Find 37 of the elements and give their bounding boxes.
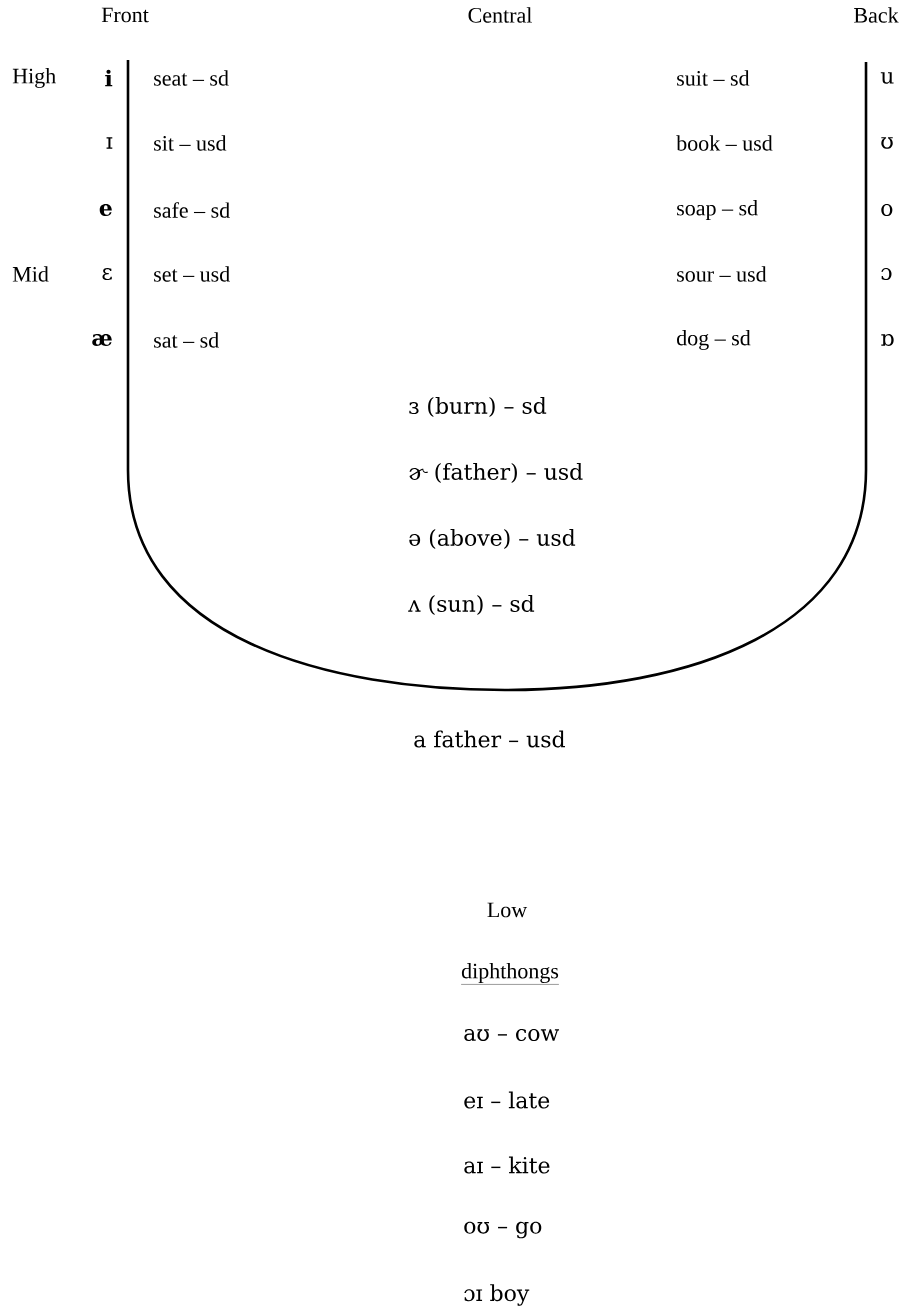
vowel-symbol: e <box>99 204 112 216</box>
example-word: safe – sd <box>154 202 230 218</box>
vowel-symbol: u <box>880 72 894 84</box>
vowel-symbol: ʊ <box>881 137 893 149</box>
central-vowel-example: ɜ (burn) – sd <box>409 396 547 418</box>
diphthong-example: ɔɪ boy <box>464 1284 530 1306</box>
vowel-symbol: ɔ <box>881 268 892 281</box>
column-heading: Back <box>854 7 899 23</box>
section-heading: diphthongs <box>460 963 560 985</box>
diphthong-example: aʊ – cow <box>464 1029 560 1042</box>
central-vowel-example: ə (above) – usd <box>409 528 576 550</box>
vowel-symbol: æ <box>92 334 112 347</box>
diphthong-example: eɪ – late <box>464 1091 550 1109</box>
example-word: seat – sd <box>154 70 229 86</box>
example-word: book – usd <box>676 135 773 151</box>
example-word: sat – sd <box>154 332 219 348</box>
example-word: sit – usd <box>154 135 227 151</box>
diphthong-example: oʊ – go <box>464 1221 542 1239</box>
column-heading: Front <box>101 7 149 23</box>
vowel-symbol: ɒ <box>881 334 894 347</box>
example-word: dog – sd <box>677 330 751 350</box>
diphthong-example: aɪ – kite <box>464 1156 550 1174</box>
central-vowel-example: ʌ (sun) – sd <box>408 594 535 616</box>
example-word: set – usd <box>154 266 230 282</box>
central-vowel-example: ɚ (father) – usd <box>409 462 583 484</box>
example-word: sour – usd <box>677 266 767 282</box>
vowel-example: a father – usd <box>414 730 565 748</box>
height-label: Mid <box>12 266 49 282</box>
vowel-symbol: o <box>881 204 893 216</box>
height-label: High <box>12 68 56 88</box>
column-heading: Central <box>468 7 532 23</box>
vowel-symbol: ɪ <box>106 137 113 149</box>
example-word: soap – sd <box>677 200 758 220</box>
vowel-symbol: i <box>105 69 113 87</box>
example-word: suit – sd <box>677 70 750 86</box>
height-label: Low <box>487 902 528 918</box>
vowel-symbol: ɛ <box>102 268 112 280</box>
